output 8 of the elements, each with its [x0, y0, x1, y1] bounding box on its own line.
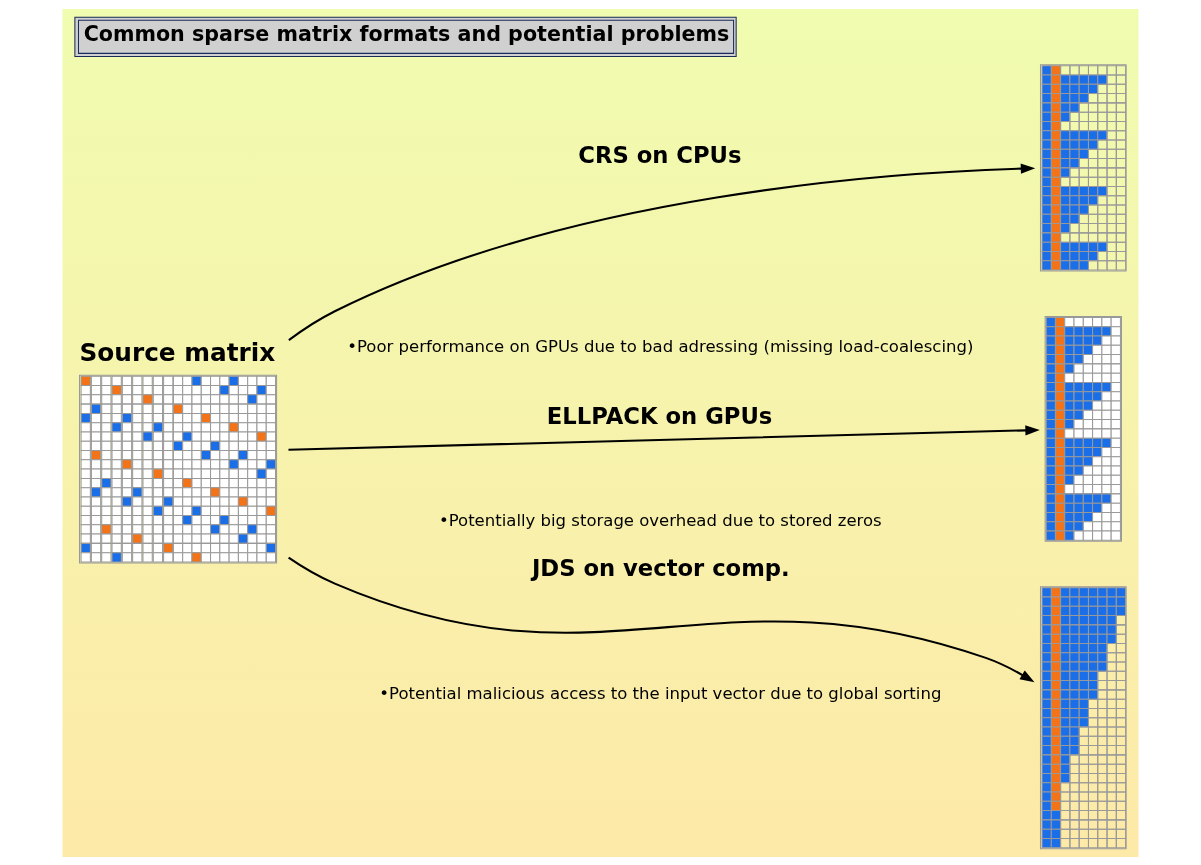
label: •Poor performance on GPUs due to bad adressing (missing load-coalescing)	[347, 336, 974, 356]
edge-label: JDS on vector comp.	[531, 554, 790, 581]
diagram-title: Common sparse matrix formats and potential problems	[83, 21, 730, 46]
edge-label: ELLPACK on GPUs	[546, 402, 773, 429]
node-label: Source matrix	[79, 337, 276, 367]
edge-label: CRS on CPUs	[578, 141, 742, 168]
label: •Potentially big storage overhead due to stored zeros	[438, 510, 882, 530]
label: •Potential malicious access to the input vector due to global sorting	[379, 683, 942, 703]
